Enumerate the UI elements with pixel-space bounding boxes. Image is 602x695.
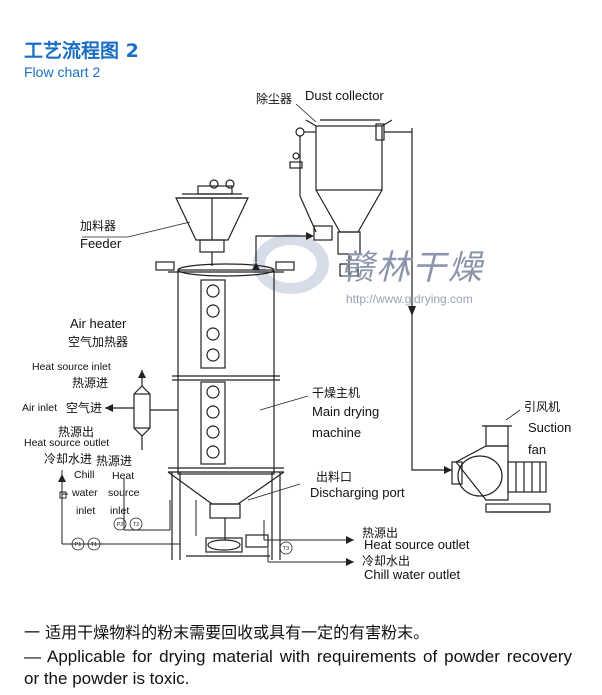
instrument-tag-t2: T2	[133, 522, 139, 528]
main-drying-label-en-2: machine	[312, 425, 362, 440]
watermark-brand: 赣林干燥	[340, 248, 484, 288]
chill-water-outlet-label-en: Chill water outlet	[364, 567, 461, 582]
process-flow-diagram: P1 T1 P2 T2 T3	[58, 103, 551, 566]
suction-fan-label-en-2: fan	[528, 442, 547, 457]
main-dryer-body	[177, 269, 275, 475]
instrument-tag-p1: P1	[75, 542, 82, 548]
suction-fan-label-cn: 引风机	[524, 400, 561, 414]
air-inlet-label-cn: 空气进	[66, 401, 103, 415]
heat-source-inlet2-label-en-3: inlet	[110, 505, 130, 517]
dust-collector-label-cn: 除尘器	[256, 92, 293, 106]
suction-fan-label-en-1: Suction	[528, 420, 572, 435]
note-english: — Applicable for drying material with re…	[24, 647, 572, 688]
dryer-ports	[200, 279, 226, 465]
instrument-tag-t3: T3	[283, 546, 289, 552]
title-chinese: 工艺流程图 2	[24, 40, 139, 62]
feeder-label-cn: 加料器	[80, 219, 117, 233]
instrument-tag-t1: T1	[91, 542, 97, 548]
instrument-tag-p2: P2	[117, 522, 124, 528]
note-chinese: 一 适用干燥物料的粉末需要回收或具有一定的有害粉末。	[24, 623, 430, 642]
heat-source-outlet-left-label-cn: 热源出	[58, 425, 95, 439]
suction-fan	[451, 425, 551, 513]
main-drying-label-cn: 干燥主机	[312, 386, 361, 400]
heat-source-inlet2-label-en-1: Heat	[112, 470, 135, 482]
title-english: Flow chart 2	[24, 64, 101, 80]
air-heater-label-en: Air heater	[70, 316, 127, 331]
chill-water-inlet-label-cn: 冷却水进	[44, 452, 93, 466]
air-heater	[105, 370, 178, 450]
heat-source-outlet-label-en: Heat source outlet	[364, 537, 470, 552]
watermark-url: http://www.gldrying.com	[346, 292, 473, 306]
heat-source-inlet-label-en: Heat source inlet	[32, 361, 111, 373]
dust-collector-label-en: Dust collector	[305, 88, 384, 103]
watermark-logo	[253, 234, 329, 294]
heat-source-outlet-left-label-en: Heat source outlet	[24, 437, 110, 449]
air-heater-label-cn: 空气加热器	[68, 335, 129, 349]
chill-water-inlet-label-en-2: water	[72, 487, 98, 499]
discharging-label-cn: 出料口	[316, 470, 353, 484]
feeder-label-en: Feeder	[80, 236, 122, 251]
discharging-label-en: Discharging port	[310, 485, 405, 500]
main-dryer-top	[177, 263, 275, 277]
feeder	[175, 179, 249, 266]
heat-source-inlet2-label-en-2: source	[108, 487, 140, 499]
heat-source-inlet2-label-cn: 热源进	[96, 454, 133, 468]
dust-collector	[289, 119, 412, 277]
drive-motor	[186, 534, 270, 557]
main-drying-label-en-1: Main drying	[312, 404, 380, 419]
heat-source-outlet-label-cn: 热源出	[362, 526, 399, 540]
air-inlet-label-en: Air inlet	[22, 402, 58, 414]
chill-water-inlet-label-en-3: inlet	[76, 505, 96, 517]
chill-water-inlet-label-en-1: Chill	[74, 469, 95, 481]
heat-source-inlet-label-cn: 热源进	[72, 376, 109, 390]
chill-water-outlet-label-cn: 冷却水出	[362, 554, 411, 568]
